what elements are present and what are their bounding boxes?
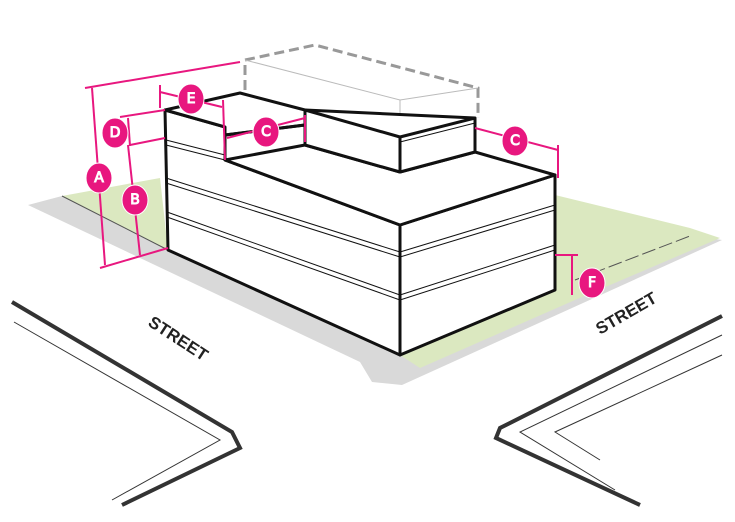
svg-text:C: C [510,133,520,149]
street-label-right: STREET [593,288,661,338]
dimension-markers: A B D E C C F [85,83,606,299]
svg-text:F: F [588,275,596,291]
property-line [61,195,169,251]
lawn-right [400,195,720,368]
dimension-marker-e: E [177,83,205,115]
dimension-marker-c-upper: C [252,116,280,148]
svg-text:D: D [110,125,121,141]
svg-text:E: E [187,91,196,107]
curb-left [10,300,243,507]
dimension-marker-c-right: C [501,125,529,157]
curb-right [493,314,723,507]
dimension-marker-f: F [578,267,606,299]
svg-text:C: C [261,124,271,140]
dimension-marker-a: A [85,162,113,194]
svg-text:A: A [94,170,104,186]
building [163,91,557,357]
street-label-left: STREET [145,312,212,365]
dimension-marker-b: B [121,184,149,216]
svg-text:B: B [130,192,140,208]
dimension-marker-d: D [101,117,129,149]
